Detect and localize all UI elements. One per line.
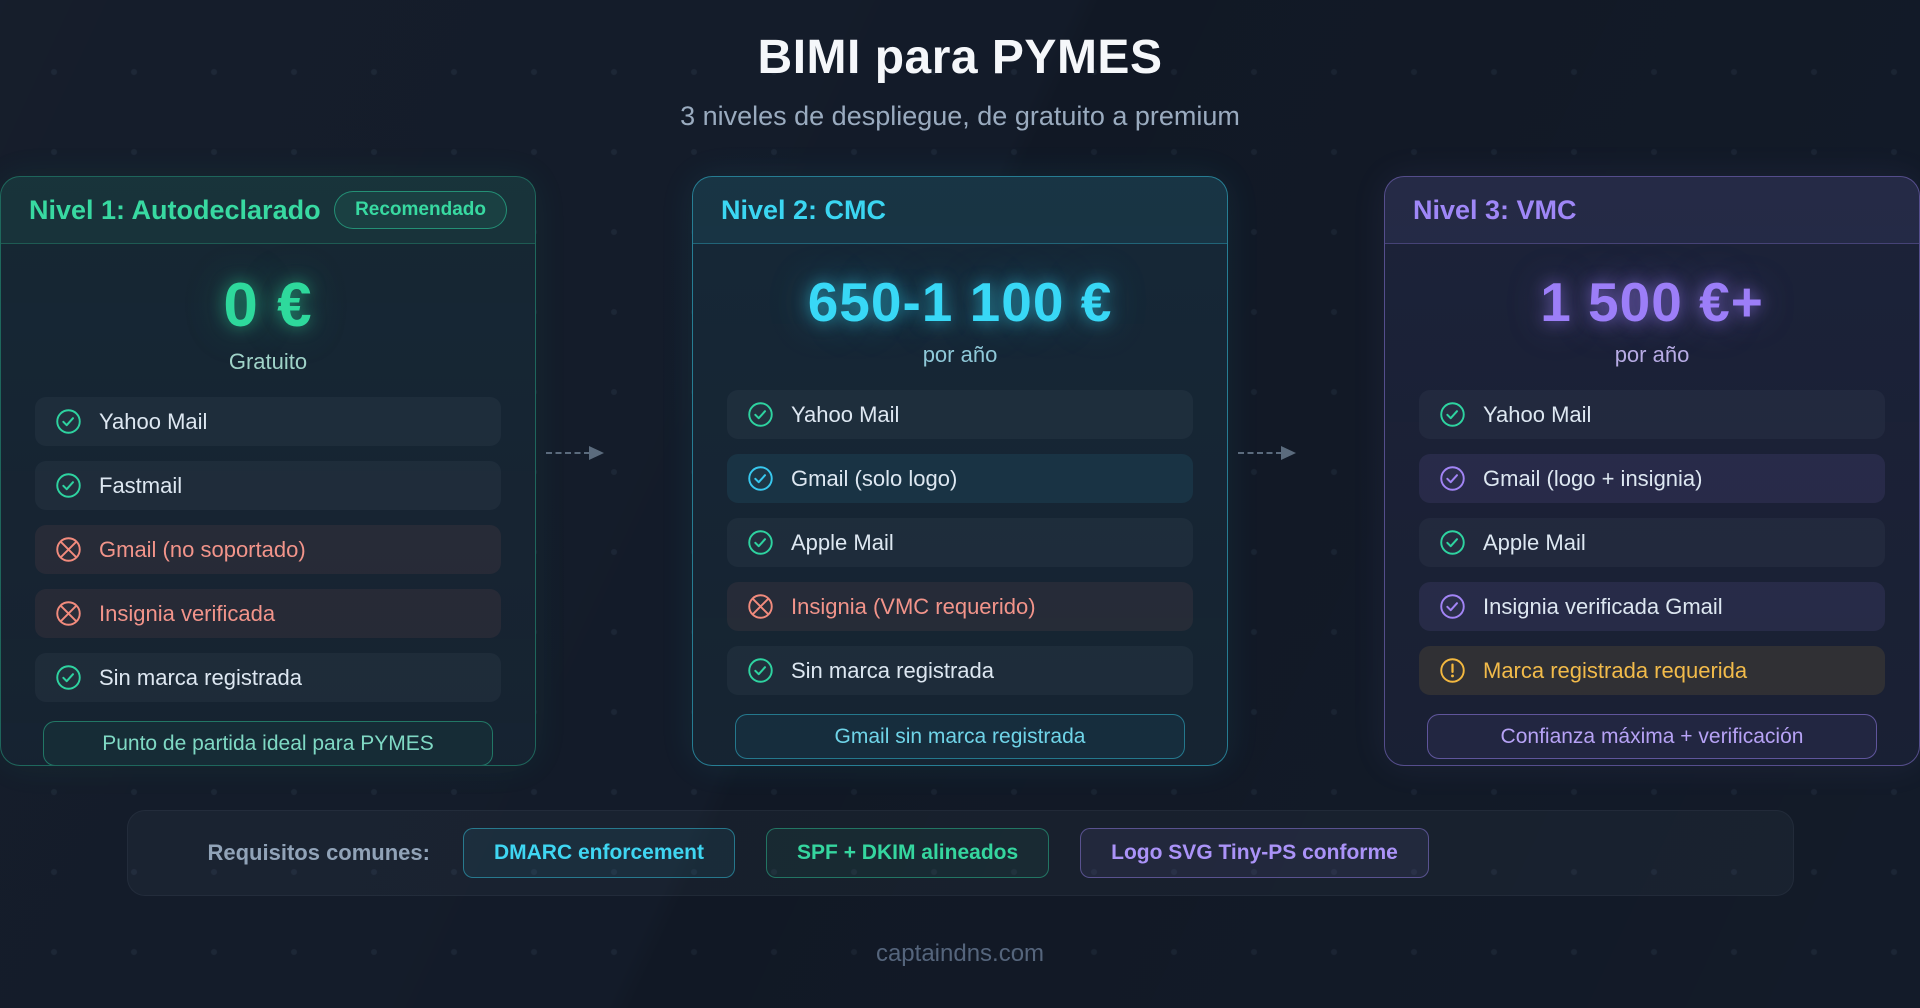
feature-row: Sin marca registrada [727,646,1193,695]
feature-row: Gmail (no soportado) [35,525,501,574]
feature-row: Insignia verificada Gmail [1419,582,1885,631]
price-value: 0 € [223,271,313,340]
requirement-pill-spf-dkim: SPF + DKIM alineados [766,828,1050,878]
feature-list: Yahoo Mail Gmail (solo logo) Apple Mail … [693,376,1227,695]
feature-row: Yahoo Mail [1419,390,1885,439]
price-block: 0 € Gratuito [1,244,535,383]
arrow-right-icon [546,446,604,460]
tier-card-nivel-3: Nivel 3: VMC 1 500 €+ por año Yahoo Mail… [1384,176,1920,766]
check-circle-icon [748,466,773,491]
feature-label: Yahoo Mail [1483,401,1592,427]
site-url: captaindns.com [875,940,1045,967]
price-block: 650-1 100 € por año [693,244,1227,376]
card-footnote: Punto de partida ideal para PYMES [43,721,493,765]
requirements-label: Requisitos comunes: [207,840,430,865]
tier-card-nivel-2: Nivel 2: CMC 650-1 100 € por año Yahoo M… [692,176,1228,766]
page-title: BIMI para PYMES [757,31,1163,84]
card-header-nivel-2: Nivel 2: CMC [693,177,1227,244]
feature-label: Insignia (VMC requerido) [791,593,1036,619]
common-requirements-bar: Requisitos comunes: DMARC enforcement SP… [126,810,1794,896]
feature-label: Sin marca registrada [99,664,302,690]
tier-cards-row: Nivel 1: Autodeclarado Recomendado 0 € G… [0,176,1920,766]
page-subtitle: 3 niveles de despliegue, de gratuito a p… [680,101,1240,131]
check-circle-icon [56,665,81,690]
feature-row: Insignia verificada [35,589,501,638]
arrow-right-icon [1238,446,1296,460]
check-circle-icon [1440,594,1465,619]
x-circle-icon [748,594,773,619]
card-title: Nivel 3: VMC [1413,194,1577,225]
page-header: BIMI para PYMES 3 niveles de despliegue,… [0,0,1920,132]
feature-label: Yahoo Mail [791,401,900,427]
check-circle-icon [1440,402,1465,427]
feature-label: Apple Mail [1483,529,1586,555]
feature-label: Fastmail [99,472,183,498]
feature-row: Sin marca registrada [35,653,501,702]
feature-row: Apple Mail [1419,518,1885,567]
price-block: 1 500 €+ por año [1385,244,1919,376]
feature-label: Gmail (solo logo) [791,465,958,491]
recommended-badge: Recomendado [334,191,507,229]
check-circle-icon [56,409,81,434]
check-circle-icon [56,473,81,498]
tier-card-nivel-1: Nivel 1: Autodeclarado Recomendado 0 € G… [0,176,536,766]
check-circle-icon [1440,530,1465,555]
feature-label: Insignia verificada Gmail [1483,593,1723,619]
card-header-nivel-1: Nivel 1: Autodeclarado Recomendado [1,177,535,244]
price-value: 650-1 100 € [807,271,1113,333]
feature-row: Insignia (VMC requerido) [727,582,1193,631]
feature-row: Yahoo Mail [35,397,501,446]
price-note: por año [922,342,998,367]
card-footnote: Gmail sin marca registrada [735,714,1185,759]
feature-list: Yahoo Mail Gmail (logo + insignia) Apple… [1385,376,1919,695]
price-note: por año [1614,342,1690,367]
feature-row: Marca registrada requerida [1419,646,1885,695]
feature-row: Gmail (solo logo) [727,454,1193,503]
requirement-pill-dmarc: DMARC enforcement [462,828,736,878]
card-title: Nivel 2: CMC [721,194,887,225]
feature-label: Gmail (logo + insignia) [1483,465,1703,491]
check-circle-icon [748,658,773,683]
requirement-pill-logo-svg: Logo SVG Tiny-PS conforme [1080,828,1429,878]
price-note: Gratuito [228,349,308,374]
feature-row: Fastmail [35,461,501,510]
check-circle-icon [748,402,773,427]
feature-list: Yahoo Mail Fastmail Gmail (no soportado)… [1,383,535,702]
feature-label: Sin marca registrada [791,657,994,683]
x-circle-icon [56,537,81,562]
feature-label: Marca registrada requerida [1483,657,1748,683]
warning-circle-icon [1440,658,1465,683]
feature-row: Yahoo Mail [727,390,1193,439]
check-circle-icon [748,530,773,555]
feature-label: Apple Mail [791,529,894,555]
feature-row: Apple Mail [727,518,1193,567]
x-circle-icon [56,601,81,626]
feature-label: Gmail (no soportado) [99,536,306,562]
check-circle-icon [1440,466,1465,491]
price-value: 1 500 €+ [1540,271,1764,333]
feature-label: Yahoo Mail [99,408,208,434]
feature-label: Insignia verificada [99,600,276,626]
card-footnote: Confianza máxima + verificación [1427,714,1877,759]
card-title: Nivel 1: Autodeclarado [29,194,321,225]
feature-row: Gmail (logo + insignia) [1419,454,1885,503]
card-header-nivel-3: Nivel 3: VMC [1385,177,1919,244]
